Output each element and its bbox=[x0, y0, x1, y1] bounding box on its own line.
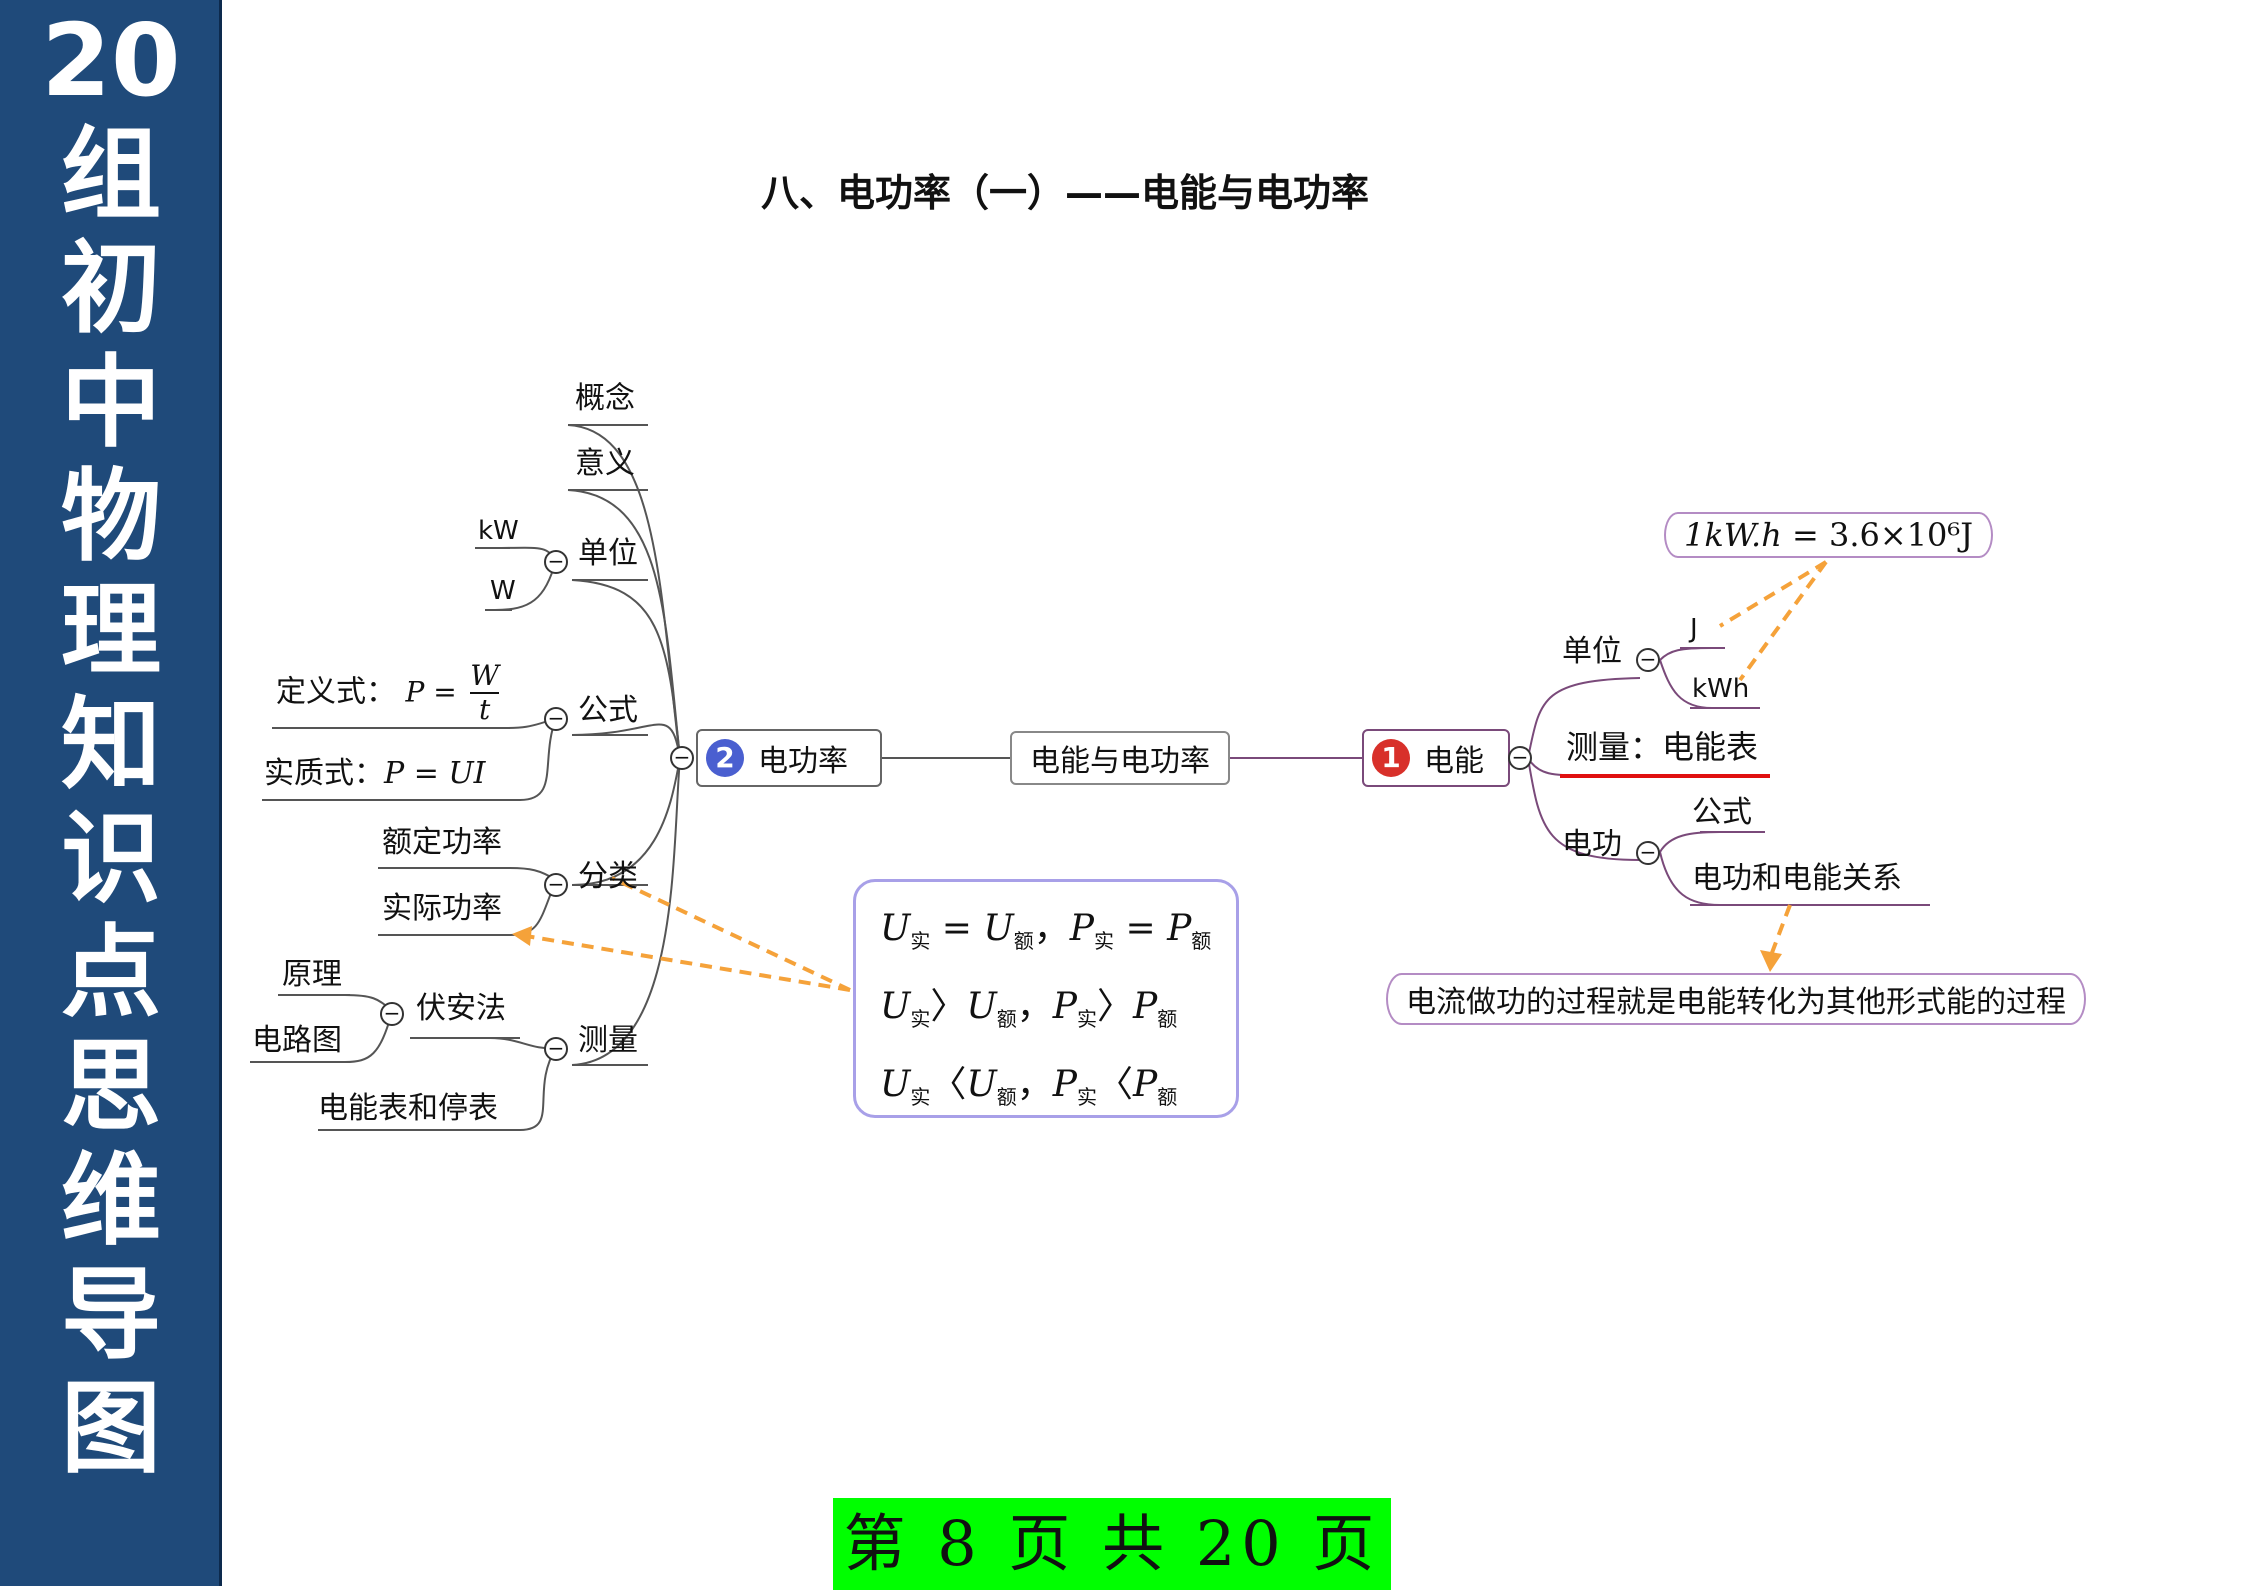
number-2-icon: 2 bbox=[706, 739, 744, 777]
conversion-lhs: 1kW.h bbox=[1684, 516, 1782, 554]
sidebar-char: 图 bbox=[61, 1370, 161, 1487]
dashed-arrow bbox=[1768, 904, 1792, 959]
connector-line bbox=[1527, 677, 1641, 759]
sidebar-char: 识 bbox=[61, 800, 161, 917]
conversion-box: 1kW.h = 3.6×10⁶J bbox=[1664, 512, 1994, 558]
collapse-icon[interactable]: − bbox=[544, 873, 568, 897]
collapse-icon[interactable]: − bbox=[544, 550, 568, 574]
number-1-icon: 1 bbox=[1372, 739, 1410, 777]
condition-line-equal: U实 = U额，P实 = P额 bbox=[880, 908, 1212, 954]
meter-stopwatch-label[interactable]: 电能表和停表 bbox=[318, 1091, 498, 1126]
unit-kwh[interactable]: kWh bbox=[1692, 674, 1750, 704]
sidebar-char: 物 bbox=[61, 458, 161, 575]
connector-line bbox=[1527, 757, 1641, 861]
essence-formula: 实质式：P = UI bbox=[264, 757, 486, 791]
classify-label[interactable]: 分类 bbox=[578, 859, 638, 894]
condition-box: U实 = U额，P实 = P额 U实〉U额，P实〉P额 U实〈U额，P实〈P额 bbox=[853, 879, 1239, 1118]
definition-formula: 定义式： P = W t bbox=[276, 659, 500, 726]
connector-line bbox=[1659, 647, 1713, 661]
unit-label-right[interactable]: 单位 bbox=[1562, 634, 1622, 669]
essence-prefix: 实质式： bbox=[264, 756, 384, 791]
measure-meter-label[interactable]: 测量：电能表 bbox=[1566, 728, 1759, 766]
energy-conversion-note: 电流做功的过程就是电能转化为其他形式能的过程 bbox=[1386, 973, 2086, 1025]
center-label: 电能与电功率 bbox=[1030, 744, 1210, 779]
sidebar-char: 初 bbox=[61, 230, 161, 347]
energy-label: 电能 bbox=[1424, 744, 1484, 779]
sidebar-char: 组 bbox=[61, 116, 161, 233]
collapse-icon[interactable]: − bbox=[1508, 746, 1532, 770]
page-title: 八、电功率（一）——电能与电功率 bbox=[760, 171, 1369, 215]
unit-j[interactable]: J bbox=[1690, 614, 1698, 644]
condition-line-less: U实〈U额，P实〈P额 bbox=[880, 1064, 1178, 1110]
fraction: W t bbox=[470, 659, 500, 726]
work-energy-relation-label[interactable]: 电功和电能关系 bbox=[1692, 861, 1902, 896]
principle-label[interactable]: 原理 bbox=[282, 957, 342, 992]
page-number: 第 8 页 共 20 页 bbox=[833, 1498, 1391, 1590]
dashed-arrow bbox=[611, 876, 851, 992]
voltammetry-label[interactable]: 伏安法 bbox=[416, 991, 506, 1026]
arrowhead bbox=[512, 926, 532, 946]
collapse-icon[interactable]: − bbox=[1636, 648, 1660, 672]
work-label[interactable]: 电功 bbox=[1562, 827, 1622, 862]
definition-prefix: 定义式： bbox=[276, 674, 396, 710]
energy-node[interactable]: 1 电能 bbox=[1362, 729, 1510, 787]
collapse-icon[interactable]: − bbox=[380, 1002, 404, 1026]
power-label: 电功率 bbox=[758, 744, 848, 779]
sidebar-char: 理 bbox=[61, 572, 161, 689]
unit-w[interactable]: W bbox=[490, 576, 516, 606]
essence-expr: P = UI bbox=[384, 756, 486, 791]
definition-lhs: P = bbox=[405, 675, 457, 709]
sidebar-char: 知 bbox=[61, 686, 161, 803]
sidebar-char: 中 bbox=[61, 344, 161, 461]
concept-label[interactable]: 概念 bbox=[575, 381, 635, 416]
connector-line bbox=[571, 579, 681, 759]
connector-line bbox=[571, 723, 681, 759]
connector-line bbox=[519, 1047, 557, 1131]
sidebar-title: 20 组 初 中 物 理 知 识 点 思 维 导 图 bbox=[0, 0, 222, 1486]
connector-line bbox=[519, 717, 557, 801]
sidebar-banner: 20 组 初 中 物 理 知 识 点 思 维 导 图 bbox=[0, 0, 222, 1586]
connector-line bbox=[1659, 831, 1721, 853]
center-node[interactable]: 电能与电功率 bbox=[1010, 731, 1230, 785]
formula-label[interactable]: 公式 bbox=[578, 693, 638, 728]
sidebar-char: 点 bbox=[61, 914, 161, 1031]
dashed-arrow bbox=[519, 933, 851, 992]
fraction-denominator: t bbox=[479, 693, 491, 726]
unit-label[interactable]: 单位 bbox=[578, 536, 638, 571]
sidebar-char: 导 bbox=[61, 1256, 161, 1373]
sidebar-char: 维 bbox=[61, 1142, 161, 1259]
sidebar-char: 思 bbox=[61, 1028, 161, 1145]
unit-kw[interactable]: kW bbox=[478, 516, 519, 546]
connector-line bbox=[571, 757, 681, 1066]
actual-power-label[interactable]: 实际功率 bbox=[382, 891, 502, 926]
power-node[interactable]: 2 电功率 bbox=[696, 729, 882, 787]
meaning-label[interactable]: 意义 bbox=[575, 446, 635, 481]
conversion-rhs: = 3.6×10⁶J bbox=[1781, 516, 1974, 554]
connector-line bbox=[571, 757, 681, 886]
collapse-icon[interactable]: − bbox=[670, 746, 694, 770]
collapse-icon[interactable]: − bbox=[1636, 841, 1660, 865]
sidebar-char: 20 bbox=[41, 2, 181, 119]
dashed-arrow bbox=[1718, 560, 1828, 628]
collapse-icon[interactable]: − bbox=[544, 1037, 568, 1061]
dashed-arrow bbox=[1738, 560, 1828, 682]
rated-power-label[interactable]: 额定功率 bbox=[382, 825, 502, 860]
fraction-numerator: W bbox=[470, 659, 500, 694]
measure-label[interactable]: 测量 bbox=[578, 1023, 638, 1058]
work-formula-label[interactable]: 公式 bbox=[1692, 795, 1752, 830]
collapse-icon[interactable]: − bbox=[544, 707, 568, 731]
arrowhead bbox=[1760, 950, 1782, 972]
condition-line-greater: U实〉U额，P实〉P额 bbox=[880, 986, 1178, 1032]
circuit-diagram-label[interactable]: 电路图 bbox=[252, 1023, 342, 1058]
